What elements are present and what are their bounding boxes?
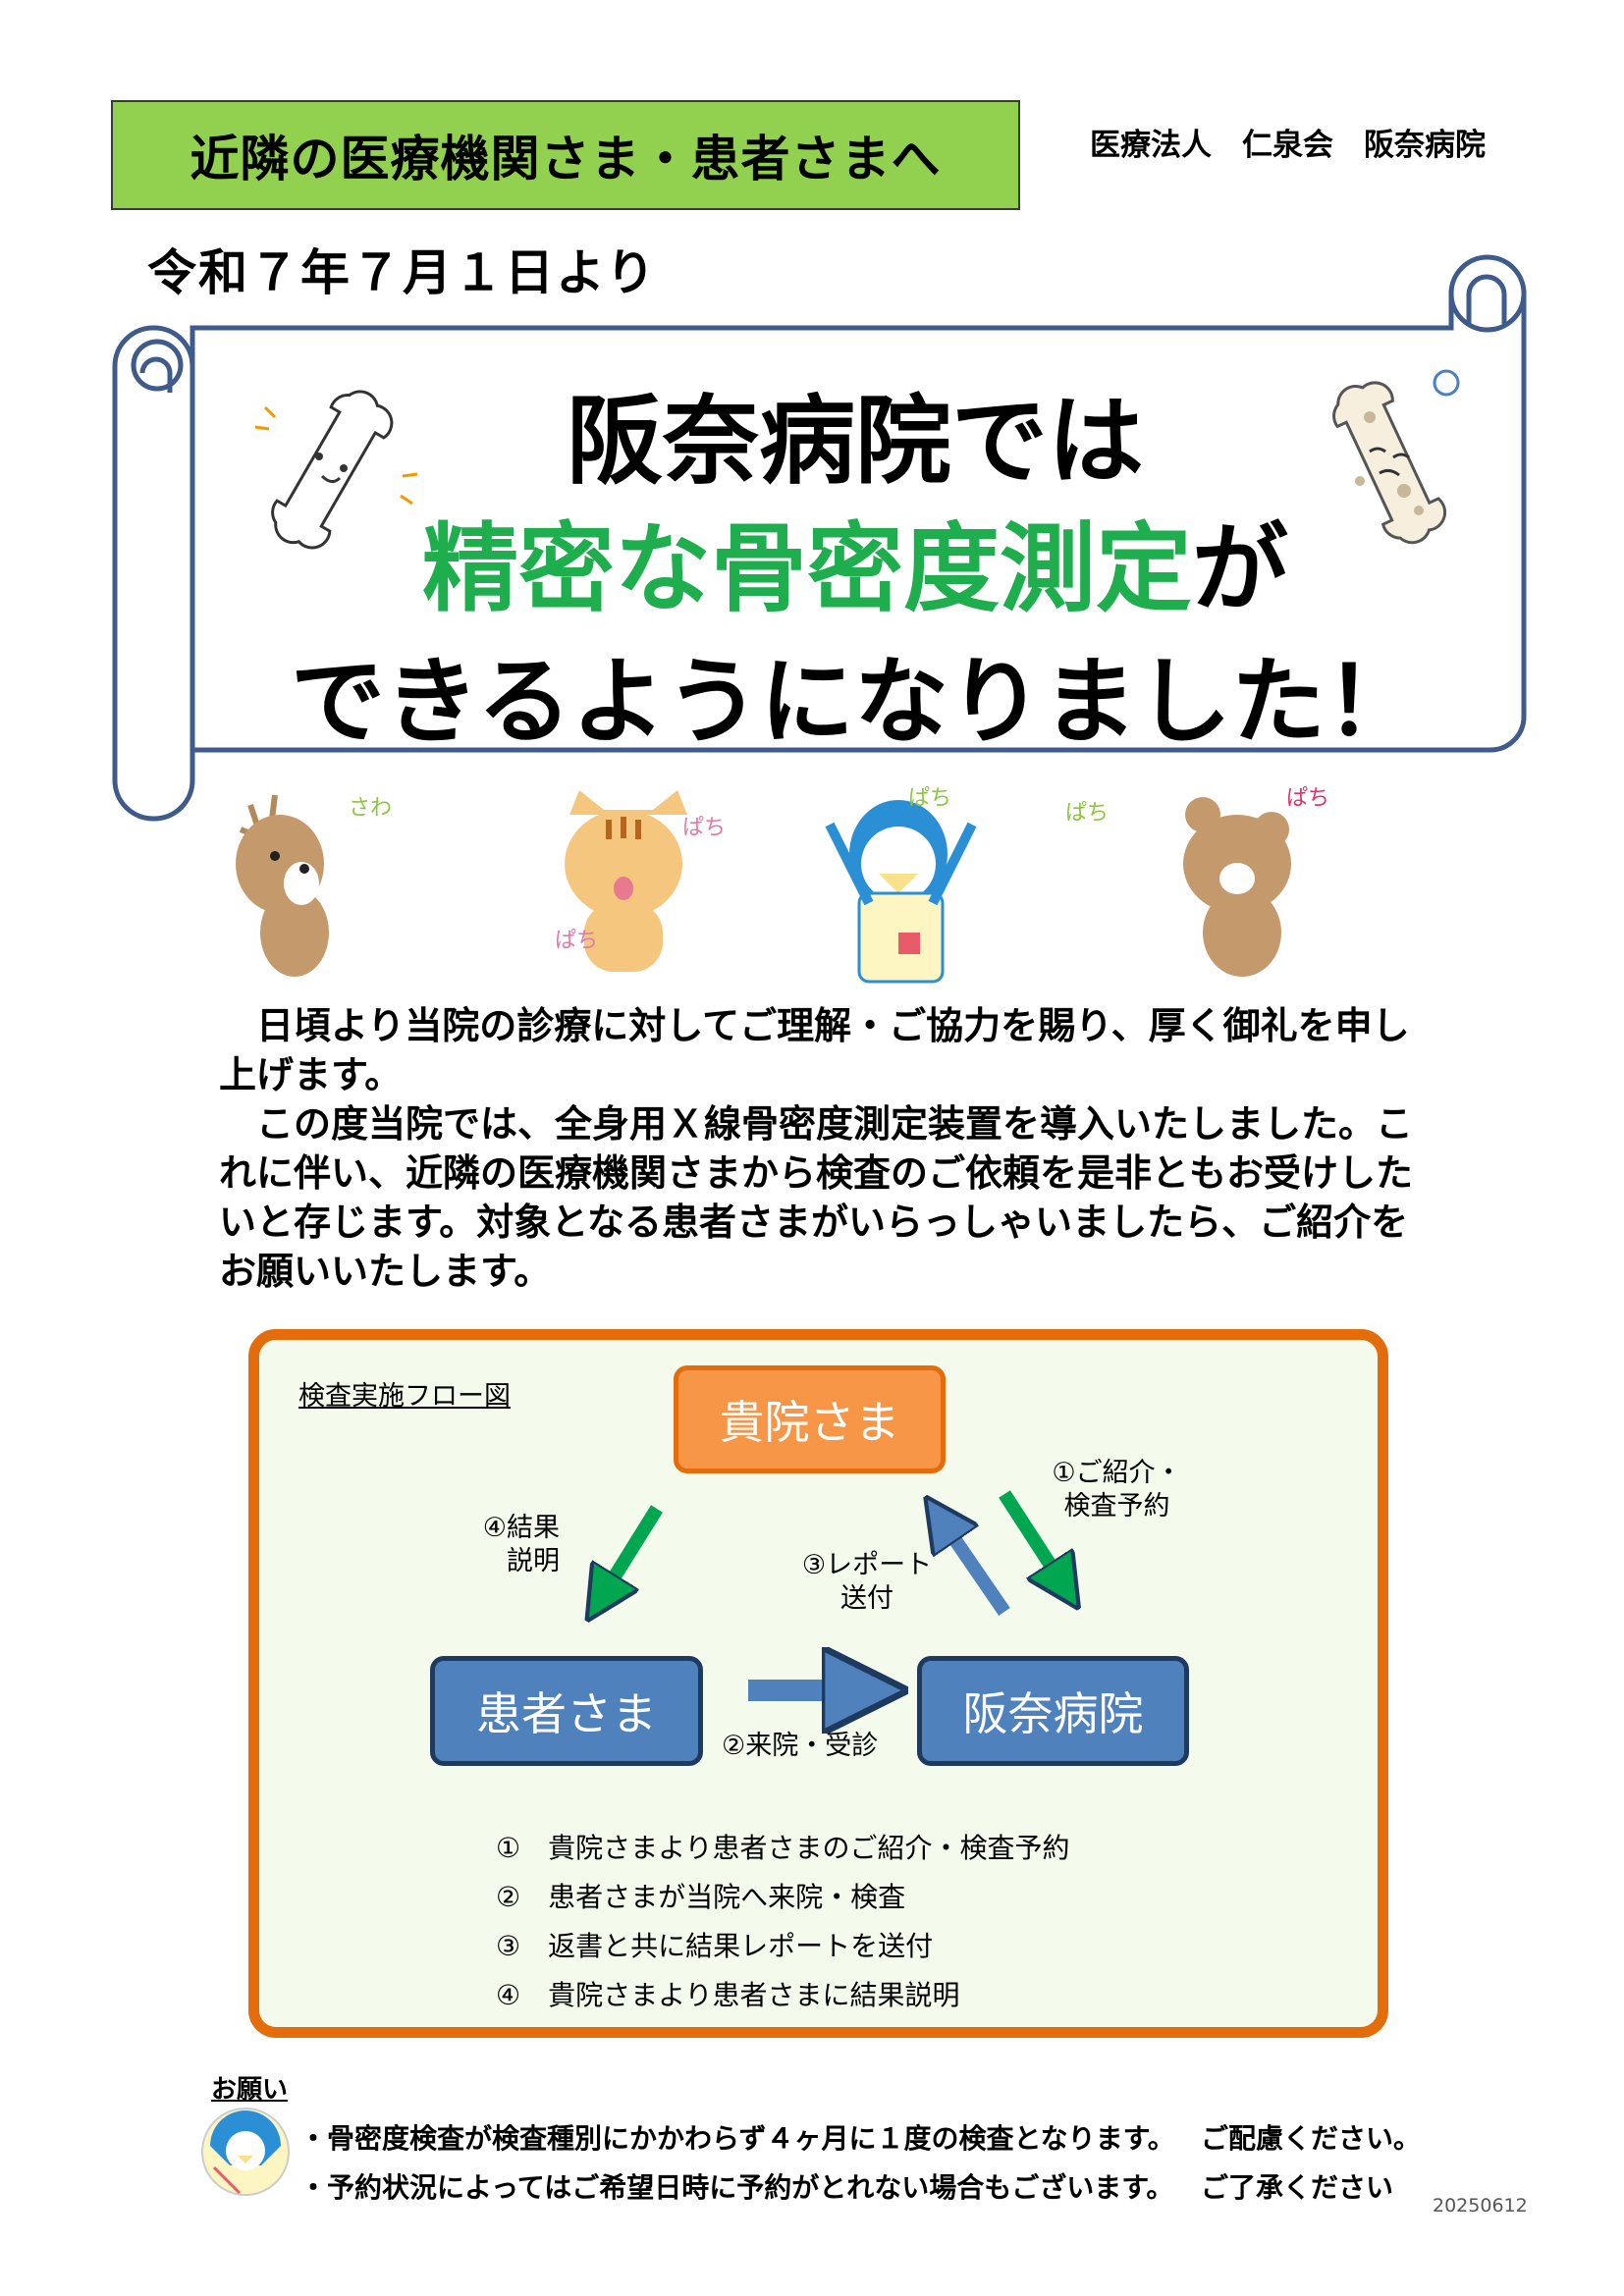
headline-highlight: 精密な骨密度測定 — [421, 513, 1192, 625]
note-text: ・骨密度検査が検査種別にかかわらず４ヶ月に１度の検査となります。 — [299, 2122, 1175, 2155]
request-notes: ・骨密度検査が検査種別にかかわらず４ヶ月に１度の検査となります。ご配慮ください。… — [299, 2114, 1421, 2213]
headline-line3: できるようになりました！ — [290, 647, 1421, 757]
deer-illustration — [236, 794, 329, 977]
happy-bone-illustration — [254, 390, 418, 550]
node-patient: 患者さま — [430, 1656, 703, 1766]
penguin-mascot-icon — [201, 2108, 290, 2196]
bear-illustration — [1183, 797, 1291, 977]
label-line: ④結果 — [482, 1513, 560, 1543]
note-tail: ご配慮ください。 — [1201, 2122, 1422, 2155]
mascot-illustrations: さわ ぱち ぱち ぱち ぱち ぱち — [236, 786, 1329, 984]
flow-diagram-title: 検査実施フロー図 — [298, 1381, 511, 1412]
flow-step: ③ 返書と共に結果レポートを送付 — [496, 1930, 934, 1962]
sfx-text: ぱち — [682, 816, 726, 840]
arrow-step3 — [945, 1524, 1010, 1616]
audience-banner: 近隣の医療機関さま・患者さまへ — [111, 100, 1020, 210]
flow-arrows — [0, 1490, 1624, 1767]
arrow-step1 — [999, 1490, 1060, 1580]
node-hanna-hospital: 阪奈病院 — [917, 1656, 1189, 1766]
document-code: 20250612 — [1433, 2195, 1528, 2216]
label-line: 検査予約 — [1063, 1491, 1170, 1522]
flow-step: ② 患者さまが当院へ来院・検査 — [496, 1881, 906, 1913]
effective-date: 令和７年７月１日より — [147, 244, 657, 301]
intro-paragraph-2: この度当院では、全身用Ｘ線骨密度測定装置を導入いたしました。これに伴い、近隣の医… — [219, 1102, 1414, 1293]
label-line: 送付 — [840, 1583, 893, 1614]
headline-line1: 阪奈病院では — [566, 386, 1144, 498]
note-text: ・予約状況によってはご希望日時に予約がとれない場合もございます。 — [299, 2171, 1174, 2204]
scroll-frame — [112, 254, 1527, 822]
request-note: ・予約状況によってはご希望日時に予約がとれない場合もございます。ご了承ください — [299, 2163, 1421, 2213]
cat-illustration — [565, 790, 687, 972]
flow-steps-list: ① 貴院さまより患者さまのご紹介・検査予約 ② 患者さまが当院へ来院・検査 ③ … — [496, 1824, 1070, 2020]
label-line: 説明 — [507, 1546, 560, 1576]
label-line: ③レポート — [801, 1550, 933, 1580]
label-line: ①ご紹介・ — [1052, 1458, 1182, 1488]
banner-text: 近隣の医療機関さま・患者さまへ — [189, 131, 942, 187]
sfx-text: ぱち — [908, 786, 951, 811]
intro-paragraph-1: 日頃より当院の診療に対してご理解・ご協力を賜り、厚く御礼を申し上げます。 — [219, 1004, 1410, 1096]
label-step4: ④結果説明 — [461, 1512, 560, 1578]
arrow-step4 — [605, 1505, 663, 1592]
weak-bone-illustration — [1332, 369, 1460, 545]
label-step3: ③レポート送付 — [793, 1549, 941, 1616]
request-note: ・骨密度検査が検査種別にかかわらず４ヶ月に１度の検査となります。ご配慮ください。 — [299, 2114, 1421, 2163]
label-step2: ②来院・受診 — [722, 1731, 879, 1761]
sfx-text: さわ — [349, 796, 392, 821]
request-heading: お願い — [211, 2075, 289, 2105]
penguin-mascot-illustration — [825, 800, 977, 984]
node-referring-clinic: 貴院さま — [674, 1365, 946, 1473]
label-step1: ①ご紹介・検査予約 — [1041, 1457, 1193, 1523]
intro-text: 日頃より当院の診療に対してご理解・ご協力を賜り、厚く御礼を申し上げます。 この度… — [219, 1001, 1436, 1296]
sfx-text: ぱち — [1065, 801, 1109, 826]
organization-name: 医療法人 仁泉会 阪奈病院 — [1090, 128, 1486, 163]
headline-line2-tail: が — [1192, 513, 1289, 625]
note-tail: ご了承ください — [1201, 2171, 1394, 2204]
sfx-text: ぱち — [555, 929, 598, 953]
flow-step: ④ 貴院さまより患者さまに結果説明 — [496, 1979, 960, 2011]
sfx-text: ぱち — [1286, 786, 1329, 811]
flow-step: ① 貴院さまより患者さまのご紹介・検査予約 — [496, 1832, 1070, 1864]
headline-line2: 精密な骨密度測定が — [187, 491, 1524, 630]
